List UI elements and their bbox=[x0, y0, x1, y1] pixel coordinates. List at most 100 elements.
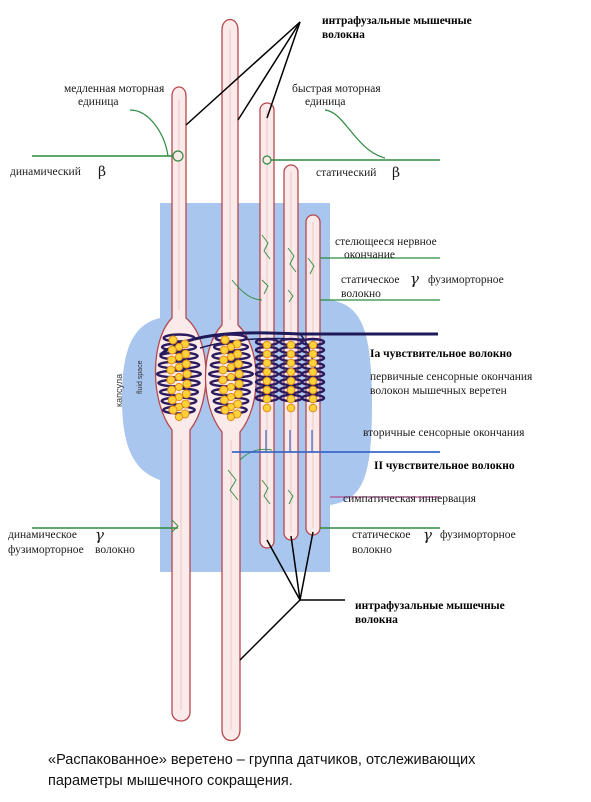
label-slow-motor-2: единица bbox=[78, 96, 119, 108]
nucleus bbox=[308, 403, 318, 413]
annulospiral-coil bbox=[214, 333, 248, 343]
gamma-symbol-static-1: γ bbox=[410, 270, 419, 288]
label-static-gamma-2: волокно bbox=[341, 288, 381, 300]
nucleus bbox=[167, 385, 177, 395]
label-secondary-endings: вторичные сенсорные окончания bbox=[363, 427, 525, 439]
nucleus bbox=[286, 376, 296, 386]
nucleus bbox=[219, 395, 229, 405]
nucleus bbox=[219, 385, 229, 395]
label-static-gamma2-2: волокно bbox=[352, 544, 392, 556]
label-sympathetic: симпатическая иннервация bbox=[343, 493, 477, 505]
label-dynamic-gamma-1: динамическое bbox=[8, 529, 77, 541]
nucleus bbox=[233, 389, 243, 399]
label-dynamic-beta: динамический bbox=[10, 166, 81, 178]
label-dynamic-gamma-2a: фузиморторное bbox=[8, 544, 84, 556]
label-trail-ending-1: стелющееся нервное bbox=[335, 236, 437, 248]
nucleus bbox=[167, 345, 177, 355]
pointer-lines bbox=[185, 21, 345, 661]
label-intrafusal-bottom-1: интрафузальные мышечные bbox=[355, 600, 505, 612]
nucleus bbox=[174, 362, 184, 372]
label-static-gamma-1b: фузиморторное bbox=[428, 274, 504, 286]
caption-line-1: «Распакованное» веретено – группа датчик… bbox=[48, 752, 476, 768]
label-capsule: капсула bbox=[114, 374, 124, 407]
nucleus bbox=[220, 335, 230, 345]
nucleus bbox=[181, 359, 191, 369]
nucleus bbox=[174, 412, 184, 422]
nucleus bbox=[174, 382, 184, 392]
label-intrafusal-bottom-2: волокна bbox=[355, 614, 398, 626]
nucleus bbox=[286, 340, 296, 350]
nucleus bbox=[167, 395, 177, 405]
nucleus bbox=[168, 405, 178, 415]
nuclei bbox=[166, 335, 318, 422]
nucleus bbox=[168, 335, 178, 345]
nucleus bbox=[308, 385, 318, 395]
nucleus bbox=[286, 358, 296, 368]
label-static-beta: статический bbox=[316, 167, 376, 179]
nucleus bbox=[218, 365, 228, 375]
nucleus bbox=[262, 349, 272, 359]
caption-line-2: параметры мышечного сокращения. bbox=[48, 773, 293, 789]
label-static-gamma2-b: фузиморторное bbox=[440, 529, 516, 541]
nucleus bbox=[262, 403, 272, 413]
label-primary-endings-2: волокон мышечных веретен bbox=[370, 385, 507, 397]
nucleus bbox=[166, 365, 176, 375]
nucleus bbox=[226, 412, 236, 422]
nucleus bbox=[308, 376, 318, 386]
nucleus bbox=[308, 349, 318, 359]
nucleus bbox=[234, 369, 244, 379]
label-intrafusal-top-2: волокна bbox=[322, 29, 365, 41]
nucleus bbox=[166, 375, 176, 385]
nucleus bbox=[262, 394, 272, 404]
nucleus bbox=[233, 359, 243, 369]
nucleus bbox=[167, 355, 177, 365]
nucleus bbox=[182, 379, 192, 389]
nucleus bbox=[286, 385, 296, 395]
nerve-lines bbox=[32, 109, 440, 533]
nucleus bbox=[174, 372, 184, 382]
nucleus bbox=[220, 405, 230, 415]
label-ia-fiber: Ia чувствительное волокно bbox=[370, 348, 512, 360]
nucleus bbox=[181, 389, 191, 399]
nucleus bbox=[174, 352, 184, 362]
nucleus bbox=[219, 355, 229, 365]
nucleus bbox=[226, 382, 236, 392]
nucleus bbox=[286, 367, 296, 377]
beta-symbol-dynamic: β bbox=[98, 164, 106, 180]
beta-symbol-static: β bbox=[392, 165, 400, 181]
label-fast-motor-2: единица bbox=[305, 96, 346, 108]
nucleus bbox=[234, 379, 244, 389]
gamma-symbol-dynamic: γ bbox=[95, 526, 104, 544]
label-fluid-space: fluid space bbox=[137, 360, 144, 394]
nucleus bbox=[262, 367, 272, 377]
nucleus bbox=[308, 358, 318, 368]
nucleus bbox=[286, 394, 296, 404]
nucleus bbox=[226, 352, 236, 362]
gamma-symbol-static-2: γ bbox=[423, 526, 432, 544]
nucleus bbox=[262, 376, 272, 386]
label-trail-ending-2: окончание bbox=[344, 249, 395, 261]
nucleus bbox=[308, 367, 318, 377]
nucleus bbox=[308, 340, 318, 350]
nucleus bbox=[308, 394, 318, 404]
nucleus bbox=[262, 385, 272, 395]
nucleus bbox=[286, 349, 296, 359]
nucleus bbox=[262, 340, 272, 350]
nucleus bbox=[182, 369, 192, 379]
label-dynamic-gamma-2b: волокно bbox=[95, 544, 135, 556]
label-slow-motor-1: медленная моторная bbox=[64, 83, 165, 95]
nucleus bbox=[219, 345, 229, 355]
label-intrafusal-top-1: интрафузальные мышечные bbox=[322, 15, 472, 27]
label-primary-endings-1: первичные сенсорные окончания bbox=[370, 371, 533, 383]
nucleus bbox=[218, 375, 228, 385]
label-static-gamma2-a: статическое bbox=[352, 529, 411, 541]
nucleus bbox=[286, 403, 296, 413]
nucleus bbox=[226, 362, 236, 372]
label-fast-motor-1: быстрая моторная bbox=[292, 83, 381, 95]
label-ii-fiber: II чувствительное волокно bbox=[374, 460, 515, 472]
nucleus bbox=[262, 358, 272, 368]
annulospiral-coil bbox=[162, 333, 196, 343]
label-static-gamma-1a: статическое bbox=[341, 274, 400, 286]
